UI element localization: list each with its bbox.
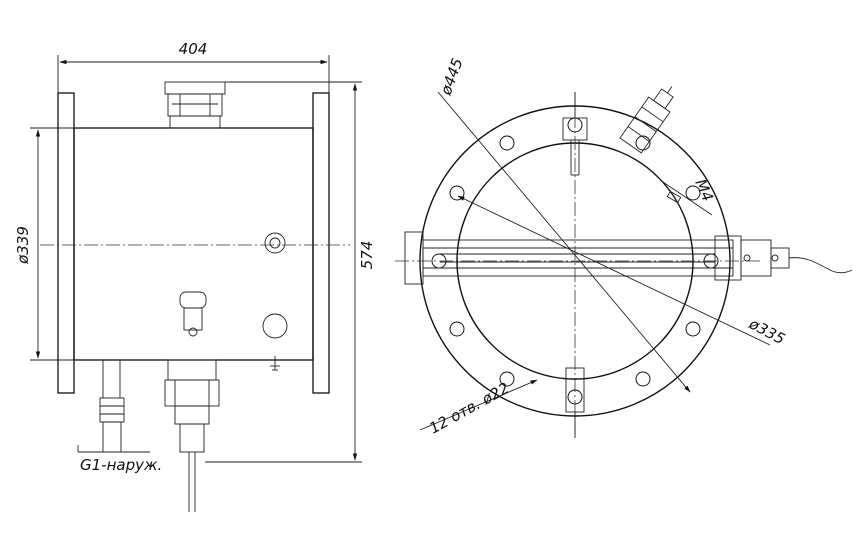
holes-label: 12 отв. ø22: [426, 379, 512, 438]
side-view: 404 ø339 574 G1-наруж.: [14, 40, 376, 512]
width-label: 404: [179, 40, 208, 58]
side-hole: [262, 313, 288, 339]
dim-width: 404: [57, 40, 330, 93]
drain-bolt: [270, 356, 280, 371]
lower-sensor: [179, 291, 207, 337]
dim-line-445: [437, 91, 691, 393]
dim-line-m4: [659, 179, 713, 216]
left-flange: [57, 92, 75, 394]
top-fitting: [562, 92, 588, 176]
drain-pipe: [99, 360, 125, 453]
front-view: ø445 ø335 M4 12 отв. ø22: [395, 56, 853, 438]
bottom-sensor-assembly: [164, 359, 220, 512]
side-port: [264, 232, 286, 254]
bottom-fitting: [565, 367, 585, 438]
outer-diameter-label: ø445: [437, 56, 467, 99]
pipe-body: [73, 127, 314, 361]
right-flange: [312, 92, 330, 394]
dim-height: 574: [205, 81, 376, 463]
dim-line-holes: [419, 379, 538, 431]
m4-screw: [666, 190, 682, 204]
thread-label: G1-наруж.: [80, 456, 162, 474]
diameter-label: ø339: [14, 226, 32, 265]
angled-fitting: [619, 86, 674, 154]
height-label: 574: [358, 241, 376, 270]
horizontal-probe: [404, 231, 853, 285]
dim-line-335: [457, 195, 771, 346]
thread-note: G1-наруж.: [77, 445, 162, 474]
dim-diameter: ø339: [14, 127, 74, 361]
top-gland: [164, 81, 226, 129]
